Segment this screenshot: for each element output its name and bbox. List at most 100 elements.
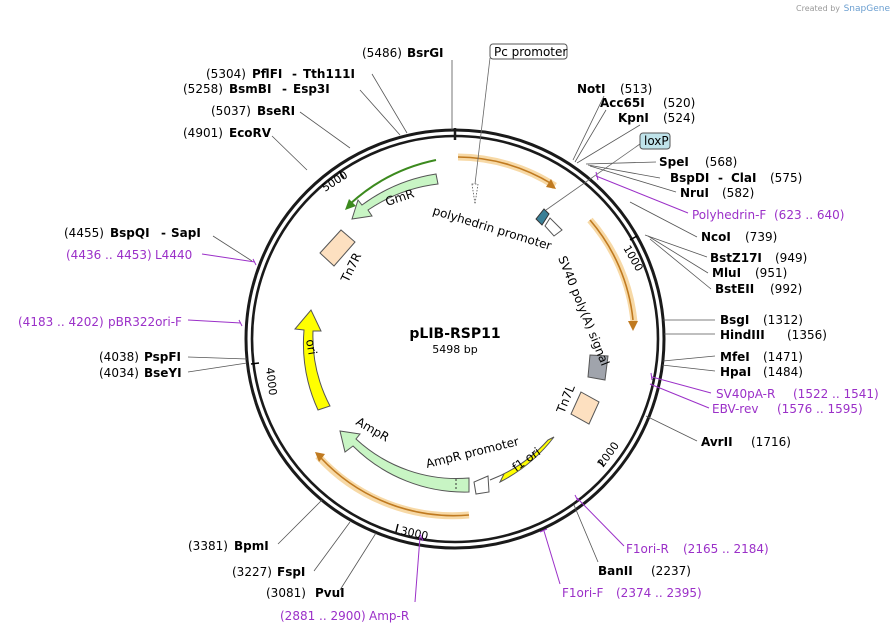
primer-f1ori-r[interactable]: F1ori-R (2165 .. 2184) bbox=[626, 542, 769, 556]
polyhedrin-promoter-label: polyhedrin promoter bbox=[431, 203, 553, 252]
primer-range: (2374 .. 2395) bbox=[616, 586, 702, 600]
site-mlui[interactable]: MluI (951) bbox=[712, 266, 787, 280]
site-name-2: ClaI bbox=[731, 171, 756, 185]
primer-leader bbox=[201, 253, 256, 263]
ampr-label: AmpR bbox=[354, 414, 392, 444]
site-name: MluI bbox=[712, 266, 741, 280]
site-leader bbox=[587, 164, 661, 179]
site-bpmi[interactable]: (3381) BpmI bbox=[188, 539, 269, 553]
site-separator: - bbox=[292, 67, 297, 81]
site-banii[interactable]: BanII (2237) bbox=[598, 564, 691, 578]
primer-range: (623 .. 640) bbox=[774, 208, 844, 222]
tick-label: 4000 bbox=[263, 367, 279, 396]
primer-name: F1ori-R bbox=[626, 542, 669, 556]
site-spei[interactable]: SpeI (568) bbox=[659, 155, 737, 169]
tn7l-box bbox=[570, 391, 600, 425]
site-leader bbox=[187, 356, 248, 360]
site-pflfi-tth111i[interactable]: (5304) PflFI - Tth111I bbox=[206, 67, 355, 81]
site-leader bbox=[271, 135, 308, 171]
site-bsteii[interactable]: BstEII (992) bbox=[715, 282, 802, 296]
site-name: KpnI bbox=[618, 111, 649, 125]
site-name: EcoRV bbox=[229, 126, 272, 140]
site-leader bbox=[662, 355, 716, 362]
primer-name: SV40pA-R bbox=[716, 387, 775, 401]
site-name: AvrII bbox=[701, 435, 733, 449]
f1-ori-arrow bbox=[489, 436, 555, 484]
primer-polyhedrin-f[interactable]: Polyhedrin-F (623 .. 640) bbox=[692, 208, 844, 222]
site-pvui[interactable]: (3081) PvuI bbox=[266, 586, 345, 600]
tick-mark bbox=[629, 235, 638, 241]
site-name: PvuI bbox=[315, 586, 345, 600]
site-ecorv[interactable]: (4901) EcoRV bbox=[183, 126, 272, 140]
site-hindiii[interactable]: HindIII (1356) bbox=[720, 328, 827, 342]
site-bsrgi[interactable]: (5486) BsrGI bbox=[362, 46, 444, 60]
primer-range: (2881 .. 2900) bbox=[280, 609, 366, 623]
site-leader bbox=[573, 504, 599, 563]
site-mfei[interactable]: MfeI (1471) bbox=[720, 350, 803, 364]
site-name: PflFI bbox=[252, 67, 282, 81]
site-name-2: SapI bbox=[171, 226, 201, 240]
site-leader bbox=[359, 89, 401, 136]
primer-f1ori-f[interactable]: F1ori-F (2374 .. 2395) bbox=[562, 586, 702, 600]
primer-range: (4436 .. 4453) bbox=[66, 248, 152, 262]
site-bspdi-clai[interactable]: BspDI - ClaI (575) bbox=[670, 171, 802, 185]
primer-mark bbox=[650, 372, 653, 381]
site-noti[interactable]: NotI (513) bbox=[577, 82, 652, 96]
site-position: (582) bbox=[722, 186, 754, 200]
orf-arc-right bbox=[589, 219, 634, 321]
sv40-polya-box bbox=[587, 354, 609, 381]
site-avrii[interactable]: AvrII (1716) bbox=[701, 435, 791, 449]
tick-mark bbox=[338, 170, 345, 179]
site-position: (992) bbox=[770, 282, 802, 296]
site-leader bbox=[589, 165, 677, 193]
site-position: (1716) bbox=[751, 435, 791, 449]
site-name: BseYI bbox=[144, 366, 182, 380]
orf-arc-glow bbox=[457, 153, 557, 189]
site-position: (3227) bbox=[232, 565, 272, 579]
site-acc65i[interactable]: Acc65I (520) bbox=[600, 96, 695, 110]
site-kpni[interactable]: KpnI (524) bbox=[618, 111, 695, 125]
tick-label: 5000 bbox=[320, 168, 351, 194]
site-position: (520) bbox=[663, 96, 695, 110]
site-bseri[interactable]: (5037) BseRI bbox=[211, 104, 295, 118]
site-hpai[interactable]: HpaI (1484) bbox=[720, 365, 803, 379]
primer-l4440[interactable]: (4436 .. 4453) L4440 bbox=[66, 248, 192, 262]
site-ncoi[interactable]: NcoI (739) bbox=[701, 230, 777, 244]
primer-leaders bbox=[187, 171, 712, 603]
site-name: HindIII bbox=[720, 328, 765, 342]
primer-pbr322ori-f[interactable]: (4183 .. 4202) pBR322ori-F bbox=[18, 315, 182, 329]
primer-leader bbox=[651, 376, 712, 394]
site-leader bbox=[277, 499, 323, 545]
tick-4000: 4000 bbox=[250, 362, 279, 396]
site-position: (513) bbox=[620, 82, 652, 96]
pc-promoter-label: Pc promoter bbox=[494, 45, 567, 59]
primer-amp-r[interactable]: (2881 .. 2900) Amp-R bbox=[280, 609, 409, 623]
site-bseyi[interactable]: (4034) BseYI bbox=[99, 366, 182, 380]
pc-promoter-leader bbox=[474, 57, 491, 185]
site-pspfi[interactable]: (4038) PspFI bbox=[99, 350, 181, 364]
site-position: (4455) bbox=[64, 226, 104, 240]
gmr-orf-arc bbox=[349, 159, 437, 205]
primer-ebv-rev[interactable]: EBV-rev (1576 .. 1595) bbox=[712, 402, 863, 416]
site-fspi[interactable]: (3227) FspI bbox=[232, 565, 305, 579]
ampr-promoter-arrow bbox=[473, 475, 490, 495]
tick-mark bbox=[250, 362, 260, 365]
sv40-polya-label: SV40 poly(A) signal bbox=[555, 254, 612, 368]
pc-promoter-marker bbox=[471, 183, 479, 205]
ori-arrow bbox=[294, 309, 331, 411]
site-nrui[interactable]: NruI (582) bbox=[680, 186, 754, 200]
loxp-marker bbox=[535, 208, 550, 226]
primer-sv40pa-r[interactable]: SV40pA-R (1522 .. 1541) bbox=[716, 387, 879, 401]
site-leader bbox=[661, 364, 716, 372]
site-name: Acc65I bbox=[600, 96, 645, 110]
site-leader bbox=[212, 235, 253, 262]
site-leader bbox=[371, 73, 408, 134]
site-bstz17i[interactable]: BstZ17I (949) bbox=[710, 251, 807, 265]
site-bsmbi-esp3i[interactable]: (5258) BsmBI - Esp3I bbox=[183, 82, 330, 96]
site-name: SpeI bbox=[659, 155, 689, 169]
primer-mark bbox=[574, 494, 579, 502]
site-leader bbox=[645, 415, 698, 442]
site-bspqi-sapi[interactable]: (4455) BspQI - SapI bbox=[64, 226, 201, 240]
site-bsgi[interactable]: BsgI (1312) bbox=[720, 313, 803, 327]
